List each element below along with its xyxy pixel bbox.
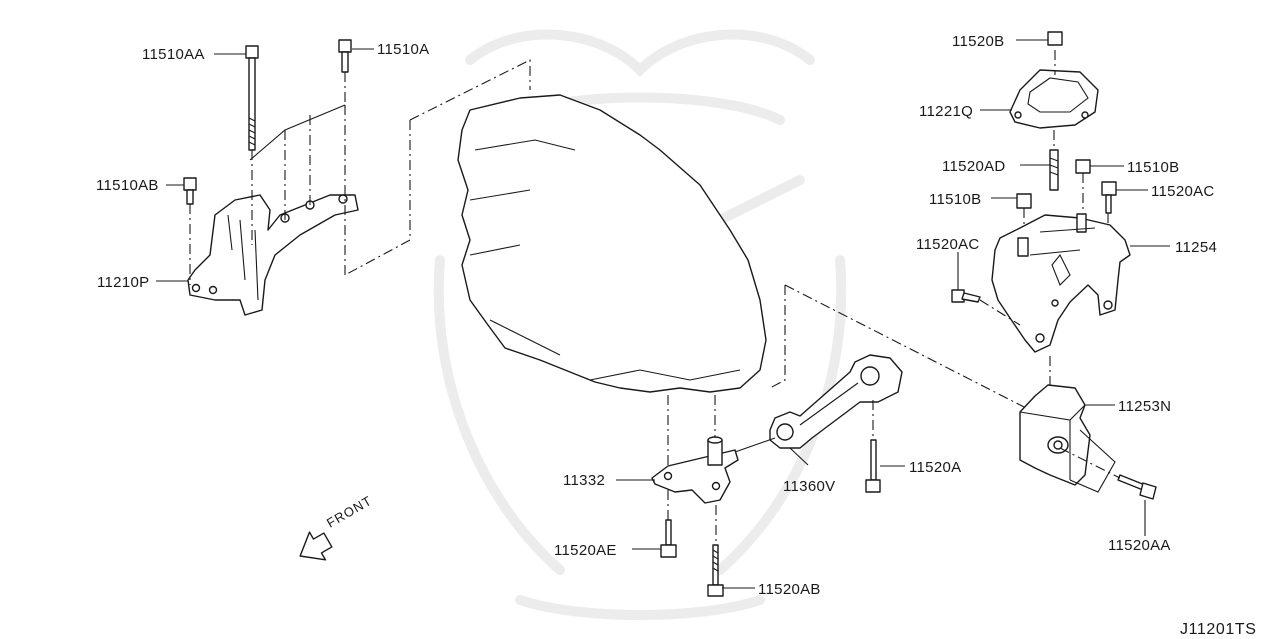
label-11520B[interactable]: 11520B	[952, 33, 1004, 50]
label-11520AC-upper[interactable]: 11520AC	[1151, 183, 1215, 200]
bolt-11510AA	[245, 45, 259, 245]
label-11510B-lower[interactable]: 11510B	[929, 191, 981, 208]
label-11520AB[interactable]: 11520AB	[758, 581, 821, 598]
label-11332[interactable]: 11332	[563, 472, 605, 489]
label-11520A[interactable]: 11520A	[909, 459, 961, 476]
front-label: FRONT	[324, 493, 375, 531]
engine-dash-leaders	[344, 59, 1031, 470]
bolt-11520AB	[707, 505, 724, 597]
mount-11253N	[1019, 356, 1116, 493]
label-11520AC-lower[interactable]: 11520AC	[916, 236, 980, 253]
label-11253N[interactable]: 11253N	[1118, 398, 1171, 415]
bolt-11520AC-lower	[951, 289, 1021, 326]
bolt-11510A	[338, 39, 352, 110]
label-11510AB[interactable]: 11510AB	[96, 177, 159, 194]
label-11510B-upper[interactable]: 11510B	[1127, 159, 1179, 176]
engine-block-outline	[457, 94, 767, 393]
label-leader-lines	[156, 39, 1170, 589]
label-11254[interactable]: 11254	[1175, 239, 1217, 256]
bolt-11520A	[865, 400, 881, 493]
diagram-code: J11201TS	[1180, 621, 1257, 638]
insulator-11221Q	[1009, 50, 1099, 129]
label-11520AA[interactable]: 11520AA	[1108, 537, 1171, 554]
bolt-11510AB	[183, 177, 197, 285]
nut-11510B-upper	[1075, 159, 1091, 210]
label-11510A[interactable]: 11510A	[377, 41, 429, 58]
left-mount-bracket	[187, 104, 359, 316]
bracket-11332	[651, 436, 776, 504]
label-11520AE[interactable]: 11520AE	[554, 542, 617, 559]
front-direction-arrow: FRONT	[299, 493, 375, 561]
label-11510AA[interactable]: 11510AA	[142, 46, 205, 63]
bracket-11254	[991, 213, 1131, 353]
bolt-11520AE	[660, 490, 677, 558]
nut-11520B	[1047, 31, 1063, 46]
torque-rod	[769, 354, 903, 449]
label-11520AD[interactable]: 11520AD	[942, 158, 1006, 175]
label-11221Q[interactable]: 11221Q	[919, 103, 973, 120]
label-11210P[interactable]: 11210P	[97, 274, 149, 291]
bolt-11520AA	[1059, 447, 1157, 500]
label-11360V[interactable]: 11360V	[783, 478, 835, 495]
stud-11520AD	[1049, 130, 1059, 191]
